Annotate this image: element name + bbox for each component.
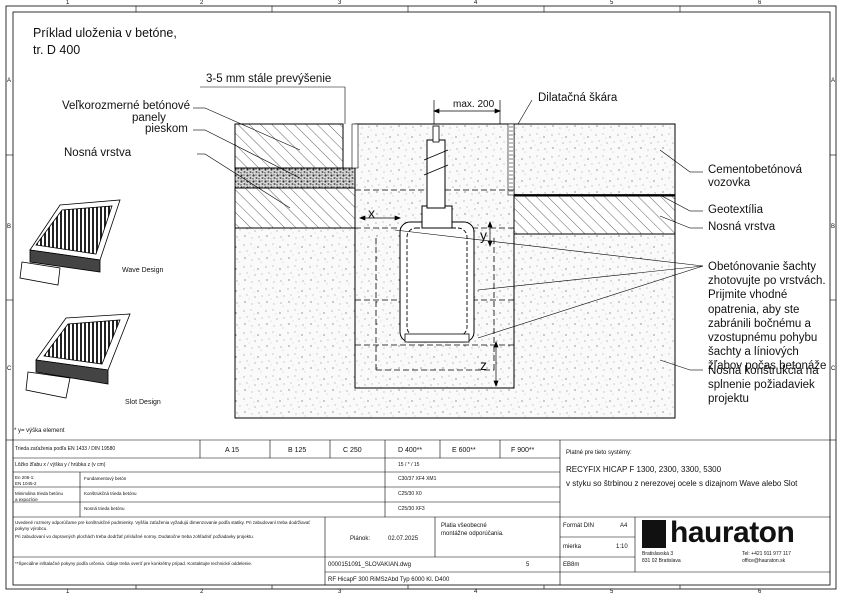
frame-col-5-bottom: 5 [610,589,614,595]
label-joint: Dilatačná škára [538,92,618,104]
plan-label: Plánok: [350,536,371,542]
plan-date: 02.07.2025 [388,536,419,542]
frame-row-b: B [7,224,12,230]
frame-col-6: 6 [758,0,762,6]
label-base-left: Nosná vrstva [64,147,132,159]
scale-label: mierka [563,544,582,550]
frame-row-b-right: B [831,224,836,230]
dim-z: z [480,357,487,373]
frame-col-1: 1 [66,0,70,6]
valid-systems: RECYFIX HICAP F 1300, 2300, 3300, 5300 [566,465,722,474]
row-ext-label-2: a expozície [15,497,38,502]
label-encasement: Obetónovanie šachty zhotovujte po vrstvá… [708,261,827,373]
label-elevation: 3-5 mm stále prevýšenie [206,73,332,85]
class-f900: F 900** [511,447,535,454]
row-kon-value: C25/30 X0 [398,491,422,497]
phone: Tel: +421 911 977 117 [742,551,791,557]
fine-print-2: Pri zabudovaní vo dopravných plochách tr… [15,534,254,539]
format-label: Formát DIN [563,523,595,529]
file-name: 0000151091_SLOVAKIAN.dwg [328,562,411,568]
row-en-label-2: EN 1045-2 [15,481,37,486]
row-en-label: En 206-1: [15,475,35,480]
label-note: * y= výška element [14,428,65,434]
frame-col-2: 2 [200,0,204,6]
frame-col-4-bottom: 4 [474,589,478,595]
row-fund-label: Fundamentový betón [84,476,127,481]
label-load-structure: Nosná konštrukcia na splnenie požiadavie… [708,365,819,406]
frame-col-4: 4 [474,0,478,6]
valid-systems-label: Platné pre tieto systémy: [566,450,632,456]
address-line-1: Bratislavská 3 [642,551,674,557]
class-b125: B 125 [288,447,307,454]
row-xyz-value: 15 / * / 15 [398,462,420,468]
frame-col-5: 5 [610,0,614,6]
load-class-title: Trieda zaťaženia podľa EN 1433 / DIN 195… [15,446,116,452]
row-nos-label: Nosná trieda betónu [84,506,125,511]
label-panels-2: panely [132,112,166,124]
label-sand: pieskom [145,123,188,135]
wave-design-illustration [19,199,121,286]
row-nos-value: C25/30 XF3 [398,506,425,512]
frame-col-3: 3 [338,0,342,6]
email: office@hauraton.sk [742,558,786,564]
drawing-subtitle: tr. D 400 [33,43,81,57]
label-cement: Cementobetónová [708,164,802,176]
dim-y: y [480,227,487,243]
frame-col-1-bottom: 1 [66,589,70,595]
valid-description: v styku so štrbinou z nerezovej ocele s … [566,479,798,488]
company-logo: hauraton [670,516,795,549]
label-slot-design: Slot Design [125,399,161,406]
fine-print-1: Uvedené rozmery odporúčame pre konštrukč… [15,520,311,531]
label-geotextile: Geotextília [708,204,763,216]
label-panels: Veľkorozmerné betónové [62,100,191,112]
montage-note: Platia všeobecné [441,523,487,529]
fine-print-3: **Špeciálne inštalačné pokyny podľa urče… [15,561,253,566]
file-revision: 5 [526,562,530,568]
frame-row-c: C [7,366,12,372]
scale-value: 1:10 [616,544,628,550]
class-c250: C 250 [343,447,362,454]
class-d400: D 400** [398,447,423,454]
class-e600: E 600** [452,447,476,454]
row-fund-value: C30/37 XF4 XM1 [398,476,437,482]
address-line-2: 831 02 Bratislava [642,558,681,564]
sheet-code: EB8m [563,562,580,568]
label-wave-design: Wave Design [122,267,164,274]
label-base-right: Nosná vrstva [708,221,776,233]
class-a15: A 15 [225,447,240,454]
label-cement-2: vozovka [708,177,751,189]
dim-x: x [368,205,375,221]
product-code: RF HicapF 300 RiMSzAbd Typ 6000 Kl. D400 [328,577,450,583]
label-max: max. 200 [453,99,495,110]
montage-note-2: montážne odporúčania. [441,531,504,537]
frame-col-3-bottom: 3 [338,589,342,595]
frame-row-a: A [7,78,12,84]
row-kon-label: Konštrukčná trieda betónu [84,491,137,496]
hauraton-logo-icon [642,520,666,548]
frame-col-2-bottom: 2 [200,589,204,595]
frame-row-a-right: A [831,78,836,84]
slot-design-illustration [25,313,131,399]
frame-row-c-right: C [831,366,836,372]
format-value: A4 [620,523,628,529]
row-xyz-label: Lôžko žľabu x / výška y / hrúbka z (v cm… [15,462,106,468]
frame-col-6-bottom: 6 [758,589,762,595]
row-ext-label: Minimálna trieda betónu [15,491,64,496]
drawing-title: Príklad uloženia v betóne, [33,26,177,40]
